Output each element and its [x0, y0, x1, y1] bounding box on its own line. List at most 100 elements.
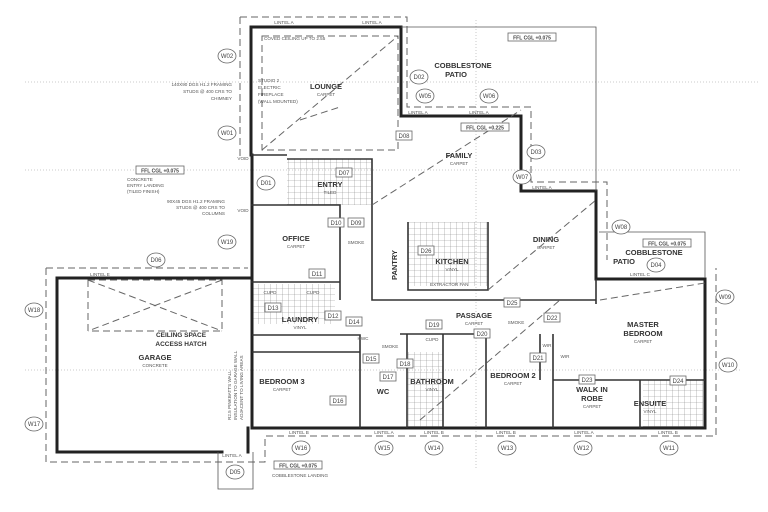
door-tag: D23	[581, 378, 593, 384]
tag-box	[543, 312, 561, 323]
floor-level-label: FFL CGL +0.075	[513, 36, 551, 42]
fixture-label: CUPD	[263, 290, 277, 295]
fixture-label: SMOKE	[382, 344, 399, 349]
annotation-note: COBBLESTONE LANDING	[272, 473, 329, 478]
lintel-label: LINTEL B	[496, 430, 516, 435]
door-tag: D11	[312, 272, 323, 278]
tag-circle	[715, 289, 735, 305]
tag-box	[335, 167, 353, 178]
tag-circle	[409, 69, 429, 85]
room-name: GARAGE	[139, 353, 172, 362]
room-finish: VINYL	[445, 267, 459, 272]
fixture-label: WIR	[561, 354, 571, 359]
room-name: KITCHEN	[435, 257, 468, 266]
door-tag: D07	[338, 171, 350, 177]
room-name: ENTRY	[317, 180, 342, 189]
annotation-note: EXTRACTOR FAN	[430, 282, 468, 287]
opening-tag: D04	[650, 263, 662, 269]
opening-tag: D06	[150, 258, 162, 264]
opening-tag: W12	[577, 446, 590, 452]
annotation-note: FIREPLACE	[258, 92, 284, 97]
annotation-note: (TILED FINISH)	[127, 189, 160, 194]
opening-tag: W19	[221, 240, 234, 246]
tag-circle	[225, 464, 245, 480]
room-name: LAUNDRY	[282, 315, 318, 324]
insulation-note: INSULATION TO GARAGE WALL	[233, 350, 238, 420]
door-tag: D21	[532, 356, 544, 362]
room-finish: CARPET	[317, 92, 336, 97]
tag-box	[362, 353, 380, 364]
room-finish: VINYL	[293, 325, 307, 330]
tag-circle	[611, 219, 631, 235]
annotation-note: COLUMNS	[202, 211, 225, 216]
room-name: ROBE	[581, 394, 603, 403]
room-name: BEDROOM	[623, 329, 662, 338]
annotation-note: STUDS @ 400 CRS TO	[176, 205, 225, 210]
door-tag: D22	[546, 316, 558, 322]
tag-circle	[512, 169, 532, 185]
opening-tag: W15	[378, 446, 391, 452]
tag-circle	[24, 302, 44, 318]
tag-circle	[146, 252, 166, 268]
tag-box	[345, 316, 363, 327]
annotation-note: CHIMNEY	[211, 96, 232, 101]
room-finish: CARPET	[504, 381, 523, 386]
opening-tag: W09	[719, 295, 732, 301]
tag-circle	[256, 175, 276, 191]
opening-tag: W02	[221, 54, 234, 60]
opening-tag: D01	[260, 181, 272, 187]
room-name: WALK IN	[576, 385, 608, 394]
annotation-note: CONCRETE	[127, 177, 153, 182]
room-name: ENSUITE	[634, 399, 667, 408]
opening-tag: W17	[28, 422, 41, 428]
tag-circle	[24, 416, 44, 432]
lintel-label: LINTEL C	[630, 272, 651, 277]
door-tag: D20	[476, 332, 488, 338]
room-name: MASTER	[627, 320, 659, 329]
tag-circle	[497, 440, 517, 456]
level-box	[507, 32, 557, 42]
diagonal-ceiling-lines	[261, 35, 706, 421]
tag-circle	[424, 440, 444, 456]
tag-box	[264, 302, 282, 313]
level-box	[460, 122, 510, 132]
floor-level-label: FFL CGL +0.075	[648, 242, 686, 248]
room-name: DINING	[533, 235, 559, 244]
door-tag: D08	[398, 134, 410, 140]
annotation-note: ELECTRIC	[258, 85, 281, 90]
room-name: WC	[377, 387, 390, 396]
lintel-label: LINTEL A	[574, 430, 594, 435]
lintel-label: LINTEL B	[424, 430, 444, 435]
tag-circle	[646, 257, 666, 273]
annotation-note: ENTRY LANDING	[127, 183, 165, 188]
tag-circle	[718, 357, 738, 373]
room-finish: CARPET	[634, 339, 653, 344]
floor-level-label: FFL CGL +0.075	[279, 464, 317, 470]
lintel-label: LINTEL E	[90, 272, 110, 277]
door-tag: D14	[348, 320, 360, 326]
level-box	[135, 165, 185, 175]
room-name: BEDROOM 2	[490, 371, 535, 380]
room-name: COBBLESTONE	[625, 248, 682, 257]
door-tag: D24	[672, 379, 684, 385]
room-finish: CARPET	[583, 404, 602, 409]
lintel-label: LINTEL A	[469, 110, 489, 115]
opening-tag: W13	[501, 446, 514, 452]
annotation-note: 140X90 DGS H1.2 FRAMING	[171, 82, 232, 87]
room-finish: TILED	[324, 190, 338, 195]
insulation-note: R2.5 PINKBATTS WALL	[227, 370, 232, 420]
tag-circle	[291, 440, 311, 456]
annotation-note: STUDS @ 400 CRS TO	[183, 89, 232, 94]
lintel-label: LINTEL A	[362, 20, 382, 25]
tag-box	[308, 268, 326, 279]
tag-box	[529, 352, 547, 363]
room-name: BEDROOM 3	[259, 377, 304, 386]
fixture-label: CUPD	[425, 337, 439, 342]
room-name: FAMILY	[446, 151, 473, 160]
opening-tag: W18	[28, 308, 41, 314]
door-tag: D25	[506, 301, 518, 307]
tag-box	[417, 245, 435, 256]
tag-circle	[659, 440, 679, 456]
opening-tag: W07	[516, 175, 529, 181]
lintel-label: LINTEL B	[289, 430, 309, 435]
